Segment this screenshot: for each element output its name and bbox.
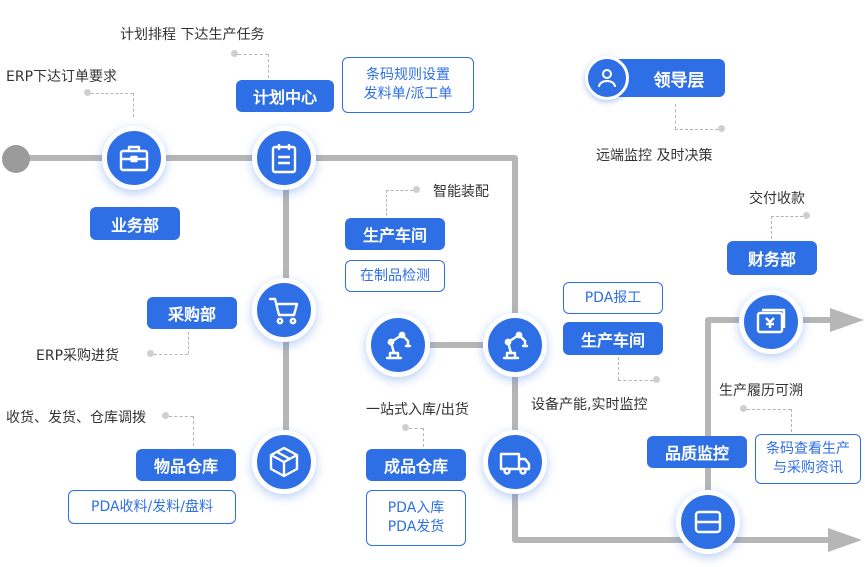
finance-department-button[interactable]: 财务部 xyxy=(727,241,817,275)
receive-dot xyxy=(162,412,169,419)
erp-order-dot xyxy=(84,89,91,96)
plan-center-button[interactable]: 计划中心 xyxy=(236,80,334,112)
quality-monitor-button[interactable]: 品质监控 xyxy=(647,436,747,468)
erp-order-note: ERP下达订单要求 xyxy=(6,69,118,85)
arrow-head-bottom xyxy=(828,528,862,552)
money-icon xyxy=(739,290,803,354)
barcode-trace-box: 条码查看生产 与采购资讯 xyxy=(755,434,861,484)
erp-purchase-dot xyxy=(147,350,154,357)
start-point xyxy=(2,145,30,173)
receive-note: 收货、发货、仓库调拨 xyxy=(6,410,146,426)
finished-warehouse-button[interactable]: 成品仓库 xyxy=(366,449,466,481)
remote-note: 远端监控 及时决策 xyxy=(596,148,713,164)
box-icon xyxy=(252,430,316,494)
scan-icon xyxy=(676,490,740,554)
wip-inspect-box: 在制品检测 xyxy=(345,260,445,292)
barcode-trace-line-1: 条码查看生产 xyxy=(766,441,850,457)
equipment-note: 设备产能,实时监控 xyxy=(531,397,648,413)
plan-note: 计划排程 下达生产任务 xyxy=(120,27,265,43)
robot-arm-icon xyxy=(366,313,430,377)
goods-warehouse-button[interactable]: 物品仓库 xyxy=(136,449,236,481)
remote-dot xyxy=(718,125,725,132)
pda-report-text: PDA报工 xyxy=(584,289,642,306)
erp-purchase-note: ERP采购进货 xyxy=(36,348,120,364)
workshop-button-b[interactable]: 生产车间 xyxy=(563,322,663,355)
barcode-rules-box: 条码规则设置 发料单/派工单 xyxy=(342,57,474,113)
barcode-rules-line-1: 条码规则设置 xyxy=(366,67,450,83)
clipboard-icon xyxy=(252,126,316,190)
sales-department-button[interactable]: 业务部 xyxy=(90,207,180,240)
trace-note: 生产履历可溯 xyxy=(719,383,803,399)
workshop-button-a[interactable]: 生产车间 xyxy=(345,218,445,250)
onestop-note: 一站式入库/出货 xyxy=(366,402,469,418)
payment-note: 交付收款 xyxy=(749,191,805,207)
pda-finished-box: PDA入库 PDA发货 xyxy=(366,490,466,546)
assembly-dot xyxy=(413,186,420,193)
pda-goods-box: PDA收料/发料/盘料 xyxy=(68,490,236,524)
onestop-dot xyxy=(402,424,409,431)
pda-report-box: PDA报工 xyxy=(563,282,663,314)
arrow-head-top xyxy=(830,308,864,332)
briefcase-icon xyxy=(102,126,166,190)
cart-icon xyxy=(252,278,316,342)
wip-inspect-text: 在制品检测 xyxy=(360,267,430,284)
equipment-dot xyxy=(653,376,660,383)
leadership-badge: 领导层 xyxy=(585,56,725,100)
barcode-rules-line-2: 发料单/派工单 xyxy=(363,86,453,102)
assembly-note: 智能装配 xyxy=(433,184,489,200)
trace-dot xyxy=(740,405,747,412)
payment-dot xyxy=(803,212,810,219)
plan-note-dot xyxy=(231,50,238,57)
barcode-trace-line-2: 与采购资讯 xyxy=(773,460,843,476)
pda-finished-line-1: PDA入库 xyxy=(387,500,445,516)
user-icon xyxy=(585,56,629,100)
pda-goods-text: PDA收料/发料/盘料 xyxy=(91,498,213,515)
robot-arm-icon xyxy=(483,313,547,377)
truck-icon xyxy=(483,430,547,494)
pda-finished-line-2: PDA发货 xyxy=(387,519,445,535)
purchase-department-button[interactable]: 采购部 xyxy=(147,297,237,329)
